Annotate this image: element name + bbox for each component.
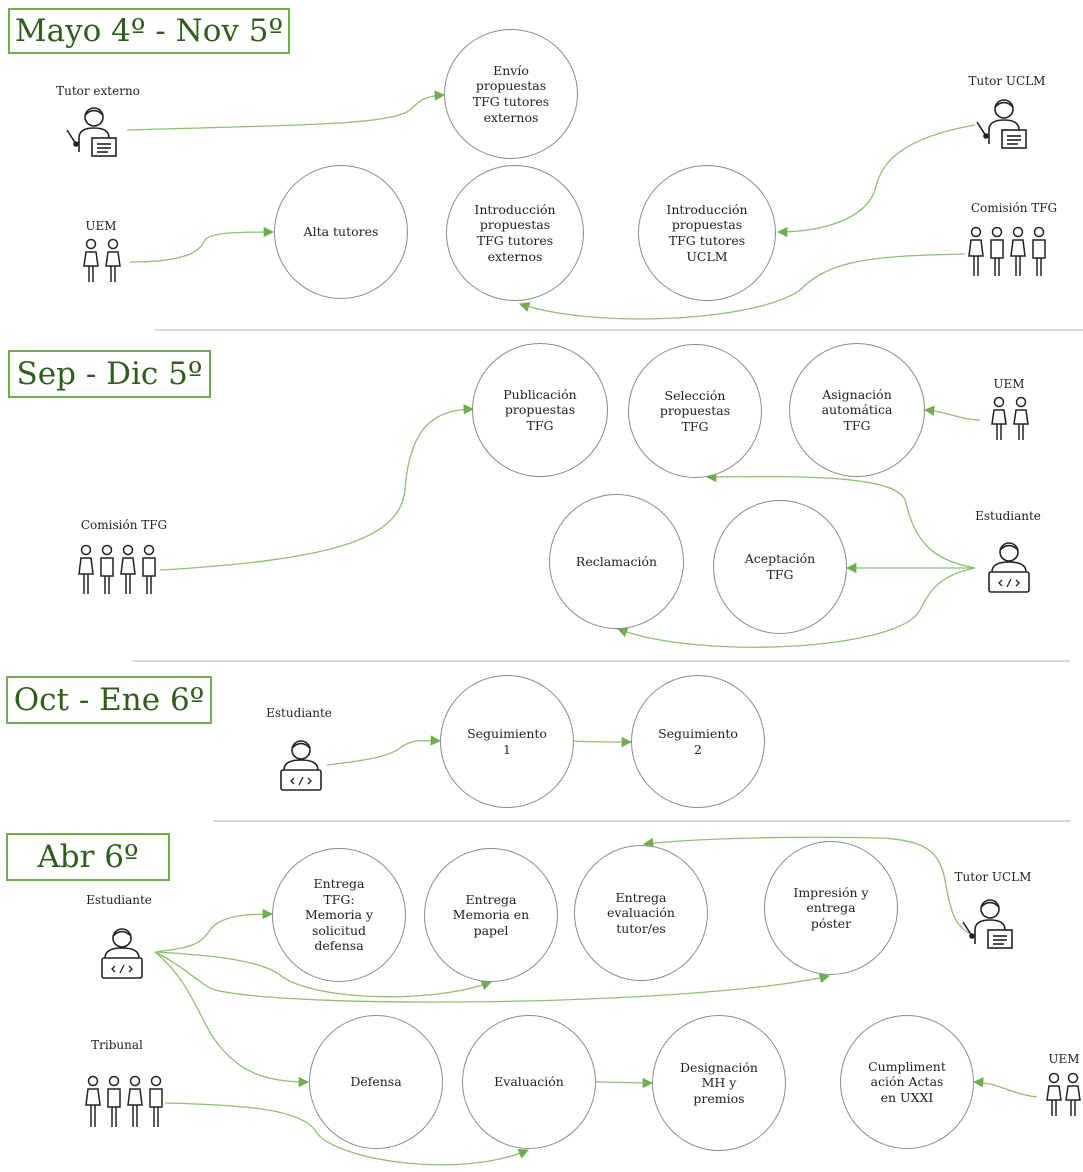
node-aceptacion-tfg: Aceptación TFG [713, 500, 847, 634]
student-laptop-icon [280, 740, 322, 791]
node-entrega-evaluacion: Entrega evaluación tutor/es [574, 845, 708, 981]
teacher-icon [976, 99, 1027, 149]
node-envio-propuestas: Envío propuestas TFG tutores externos [444, 29, 578, 159]
actor-label: Estudiante [975, 509, 1041, 523]
actor-label: Estudiante [266, 706, 332, 720]
people-group-icon [78, 544, 156, 594]
node-introduccion-externos: Introducción propuestas TFG tutores exte… [446, 165, 584, 301]
node-seguimiento-1: Seguimiento 1 [440, 675, 574, 808]
node-publicacion-propuestas: Publicación propuestas TFG [472, 343, 608, 477]
phase-label: Abr 6º [6, 833, 170, 881]
actor-label: UEM [993, 377, 1025, 391]
node-asignacion-automatica: Asignación automática TFG [789, 343, 925, 477]
node-cumplimentacion-actas: Cumpliment ación Actas en UXXI [840, 1015, 974, 1149]
phase-divider [213, 820, 1071, 822]
node-introduccion-uclm: Introducción propuestas TFG tutores UCLM [638, 165, 776, 301]
actor-label: Comisión TFG [970, 201, 1058, 215]
node-seguimiento-2: Seguimiento 2 [631, 675, 765, 808]
people-group-icon [968, 226, 1046, 276]
phase-label: Sep - Dic 5º [8, 350, 211, 398]
teacher-icon [66, 107, 117, 157]
actor-label: Estudiante [86, 893, 152, 907]
phase-label: Oct - Ene 6º [6, 676, 212, 724]
teacher-icon [962, 899, 1013, 949]
node-reclamacion: Reclamación [549, 494, 684, 629]
node-entrega-papel: Entrega Memoria en papel [424, 848, 558, 982]
actor-label: Comisión TFG [80, 518, 168, 532]
actor-label: UEM [85, 219, 117, 233]
phase-label: Mayo 4º - Nov 5º [8, 8, 290, 54]
node-impresion-poster: Impresión y entrega póster [764, 841, 898, 975]
node-alta-tutores: Alta tutores [274, 165, 408, 299]
student-laptop-icon [988, 542, 1030, 593]
phase-divider [132, 660, 1070, 662]
actor-label: Tutor UCLM [954, 870, 1032, 884]
actor-label: Tutor UCLM [968, 74, 1046, 88]
node-designacion-mh: Designación MH y premios [652, 1015, 786, 1151]
node-evaluacion: Evaluación [462, 1015, 596, 1149]
node-entrega-tfg: Entrega TFG: Memoria y solicitud defensa [272, 848, 406, 982]
people-group-icon [1046, 1072, 1081, 1116]
node-defensa: Defensa [309, 1015, 443, 1149]
phase-divider [155, 329, 1083, 331]
student-laptop-icon [101, 928, 143, 979]
people-group-icon [83, 238, 121, 282]
actor-label: UEM [1048, 1052, 1080, 1066]
people-group-icon [85, 1075, 163, 1127]
people-group-icon [991, 396, 1029, 440]
actor-label: Tutor externo [56, 84, 140, 98]
actor-label: Tribunal [91, 1038, 143, 1052]
node-seleccion-propuestas: Selección propuestas TFG [628, 344, 762, 478]
